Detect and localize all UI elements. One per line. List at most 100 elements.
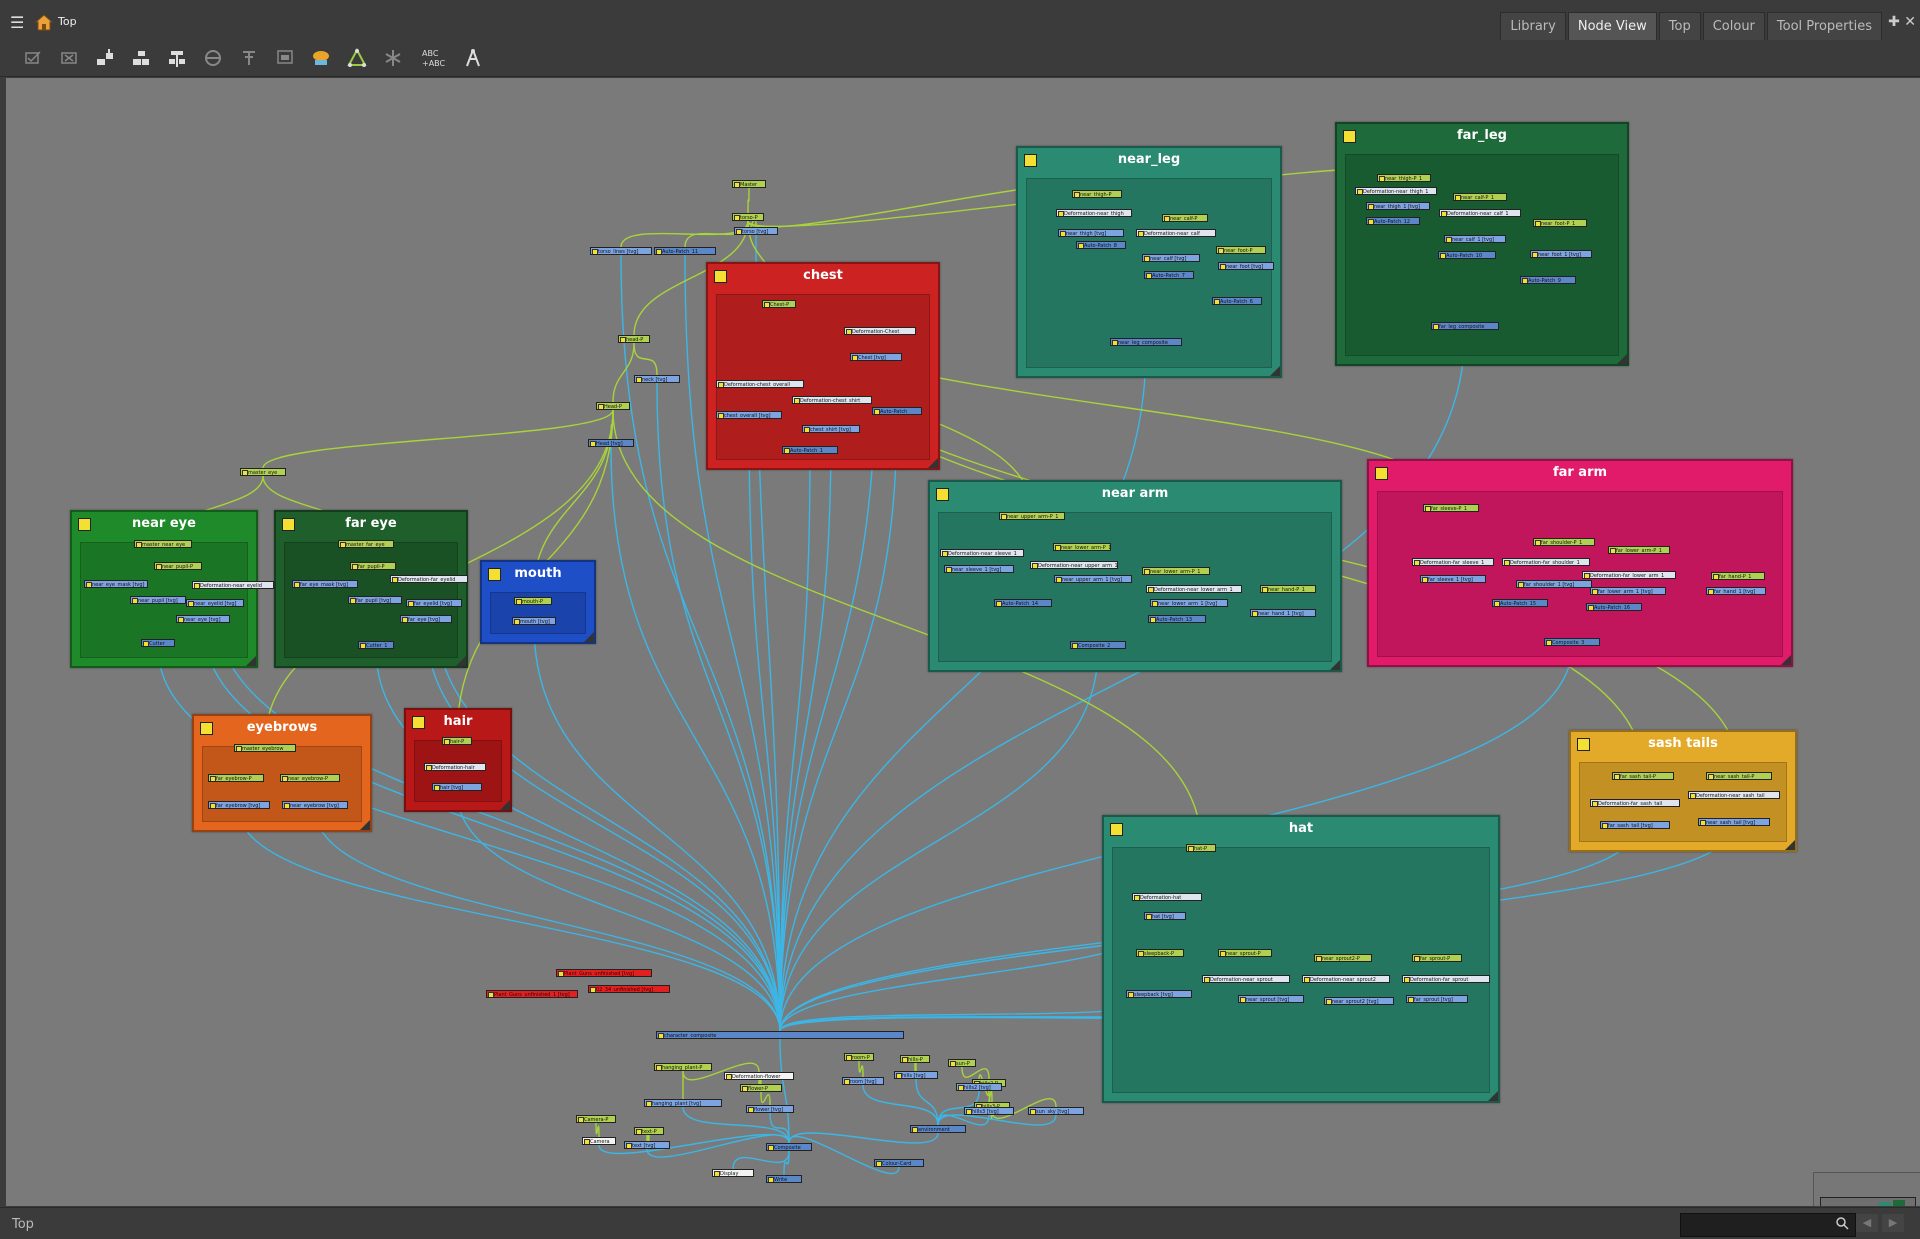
node-near-lower-arm-p[interactable]: near_lower_arm-P_1 xyxy=(1142,567,1210,575)
resize-handle[interactable] xyxy=(1488,1091,1498,1101)
node-autopatch-14[interactable]: Auto-Patch_14 xyxy=(994,599,1052,607)
node-chest-shirt[interactable]: chest_shirt [tvg] xyxy=(802,425,860,433)
node-near-pupil[interactable]: near_pupil [tvg] xyxy=(130,596,186,604)
node-near-foot-p[interactable]: near_foot-P xyxy=(1216,246,1266,254)
node-text[interactable]: text [tvg] xyxy=(624,1141,670,1149)
group-color-swatch[interactable] xyxy=(1110,823,1123,836)
node-torso-lines[interactable]: torso_lines [tvg] xyxy=(590,247,652,255)
hamburger-menu-icon[interactable]: ☰ xyxy=(10,13,25,32)
node-far-eyebrow[interactable]: far_eyebrow [tvg] xyxy=(208,801,270,809)
compass-icon[interactable] xyxy=(462,47,484,69)
node-mouth[interactable]: mouth [tvg] xyxy=(512,617,556,625)
node-far-sprout-p[interactable]: far_sprout-P xyxy=(1412,954,1462,962)
node-near-lower-arm-p1[interactable]: near_lower_arm-P_1 xyxy=(1053,543,1111,551)
node-far-eye[interactable]: far_eye [tvg] xyxy=(400,615,452,623)
minimap-viewport[interactable] xyxy=(1820,1197,1916,1206)
node-neck[interactable]: neck [tvg] xyxy=(634,375,680,383)
node-red1[interactable]: Plant_Guns_unfinished [tvg] xyxy=(556,969,652,977)
group-header[interactable]: hair xyxy=(406,710,510,734)
node-near-lower-arm-1[interactable]: near_lower_arm_1 [tvg] xyxy=(1150,599,1228,607)
node-autopatch-7[interactable]: Auto-Patch_7 xyxy=(1144,271,1194,279)
group-header[interactable]: far eye xyxy=(276,512,466,536)
node-autopatch-8[interactable]: Auto-Patch_8 xyxy=(1076,241,1126,249)
node-def-near-thigh[interactable]: Deformation-near_thigh xyxy=(1056,209,1132,217)
resize-handle[interactable] xyxy=(360,820,370,830)
group-color-swatch[interactable] xyxy=(488,568,501,581)
group-far-arm[interactable]: far arm xyxy=(1367,459,1793,667)
pin-icon[interactable] xyxy=(238,47,260,69)
node-hat-p[interactable]: hat-P xyxy=(1186,844,1216,852)
tab-library[interactable]: Library xyxy=(1500,12,1566,40)
group-chest[interactable]: chest xyxy=(706,262,940,470)
resize-handle[interactable] xyxy=(1330,660,1340,670)
node-near-pupil-p[interactable]: near_pupil-P xyxy=(154,562,202,570)
node-near-thigh-p[interactable]: near_thigh-P xyxy=(1072,190,1122,198)
node-def-near-calf-1[interactable]: Deformation-near_calf_1 xyxy=(1439,209,1521,217)
node-mouth-p[interactable]: mouth-P xyxy=(514,597,552,605)
resize-handle[interactable] xyxy=(500,800,510,810)
node-far-hand-1[interactable]: far_hand_1 [tvg] xyxy=(1706,587,1766,595)
node-near-sash-tail[interactable]: near_sash_tail [tvg] xyxy=(1698,818,1770,826)
node-flower-p[interactable]: flower-P xyxy=(740,1084,782,1092)
backdrop-icon[interactable] xyxy=(274,47,296,69)
node-def-chest-shirt[interactable]: Deformation-chest_shirt xyxy=(792,396,872,404)
node-near-thigh[interactable]: near_thigh [tvg] xyxy=(1058,229,1124,237)
node-head[interactable]: Head [tvg] xyxy=(588,439,634,447)
group-color-swatch[interactable] xyxy=(78,518,91,531)
group-color-swatch[interactable] xyxy=(1024,154,1037,167)
search-icon[interactable] xyxy=(1835,1216,1849,1230)
node-master-far-eye[interactable]: master_far_eye xyxy=(338,540,394,548)
node-master-eyebrow[interactable]: master_eyebrow xyxy=(234,744,296,752)
breadcrumb[interactable]: Top xyxy=(58,15,77,28)
rename-icon[interactable]: ABC+ABC xyxy=(420,47,450,69)
node-def-far-sprout[interactable]: Deformation-far_sprout xyxy=(1402,975,1490,983)
node-search-input[interactable] xyxy=(1680,1213,1856,1237)
node-far-eye-mask[interactable]: far_eye_mask [tvg] xyxy=(292,580,358,588)
tab-colour[interactable]: Colour xyxy=(1702,12,1765,40)
node-far-sleeve-1[interactable]: far_sleeve_1 [tvg] xyxy=(1420,575,1486,583)
node-sleepback-p[interactable]: sleepback-P xyxy=(1136,949,1184,957)
node-def-chest[interactable]: Deformation-Chest xyxy=(844,327,916,335)
group-color-swatch[interactable] xyxy=(1343,130,1356,143)
node-room[interactable]: room [tvg] xyxy=(842,1077,884,1085)
node-near-eye[interactable]: near_eye [tvg] xyxy=(176,615,230,623)
node-cutter[interactable]: Cutter xyxy=(141,639,175,647)
node-autopatch-13[interactable]: Auto-Patch_13 xyxy=(1148,615,1206,623)
node-hair[interactable]: hair [tvg] xyxy=(432,783,482,791)
node-autopatch-15[interactable]: Auto-Patch_15 xyxy=(1492,599,1548,607)
node-def-near-calf[interactable]: Deformation-near_calf xyxy=(1136,229,1216,237)
node-autopatch-10[interactable]: Auto-Patch_10 xyxy=(1438,251,1496,259)
node-near-foot-p1[interactable]: near_foot-P_1 xyxy=(1533,219,1587,227)
node-camera[interactable]: Camera xyxy=(582,1137,616,1145)
minimap[interactable] xyxy=(1813,1172,1920,1206)
node-def-near-sprout2[interactable]: Deformation-near_sprout2 xyxy=(1302,975,1390,983)
node-far-hand-p1[interactable]: far_hand-P_1 xyxy=(1711,572,1765,580)
node-autopatch[interactable]: Auto-Patch xyxy=(872,407,922,415)
node-far-lower-arm-1[interactable]: far_lower_arm_1 [tvg] xyxy=(1590,587,1666,595)
node-master-eye[interactable]: master_eye xyxy=(240,468,286,476)
node-chest-overall[interactable]: chest_overall [tvg] xyxy=(716,411,782,419)
node-head-p2[interactable]: Head-P xyxy=(596,402,630,410)
node-def-hat[interactable]: Deformation-hat xyxy=(1132,893,1202,901)
node-hills3[interactable]: hills3 [tvg] xyxy=(964,1107,1014,1115)
tab-node-view[interactable]: Node View xyxy=(1567,12,1657,40)
node-near-sprout2[interactable]: near_sprout2 [tvg] xyxy=(1324,997,1394,1005)
node-far-sash-tail[interactable]: far_sash_tail [tvg] xyxy=(1600,821,1670,829)
node-far-eyebrow-p[interactable]: far_eyebrow-P xyxy=(208,774,264,782)
plus-icon[interactable]: ✚ xyxy=(1888,14,1900,30)
node-hanging-plant[interactable]: hanging_plant [tvg] xyxy=(644,1099,722,1107)
node-red2[interactable]: 02_34_unfinished [tvg] xyxy=(588,985,670,993)
node-hat[interactable]: hat [tvg] xyxy=(1144,912,1186,920)
node-colour-card[interactable]: Colour-Card xyxy=(874,1159,924,1167)
close-icon[interactable]: ✕ xyxy=(1904,14,1916,30)
resize-handle[interactable] xyxy=(1781,655,1791,665)
node-room-p[interactable]: room-P xyxy=(844,1053,874,1061)
node-composite-3[interactable]: Composite_3 xyxy=(1544,638,1600,646)
node-def-near-lower-arm-1[interactable]: Deformation-near_lower_arm_1 xyxy=(1146,585,1242,593)
node-near-hand-1[interactable]: near_hand_1 [tvg] xyxy=(1250,609,1316,617)
tab-tool-properties[interactable]: Tool Properties xyxy=(1766,12,1882,40)
node-near-eye-mask[interactable]: near_eye_mask [tvg] xyxy=(84,580,148,588)
group-color-swatch[interactable] xyxy=(282,518,295,531)
group-color-swatch[interactable] xyxy=(1375,467,1388,480)
node-hair-p[interactable]: hair-P xyxy=(442,737,472,745)
